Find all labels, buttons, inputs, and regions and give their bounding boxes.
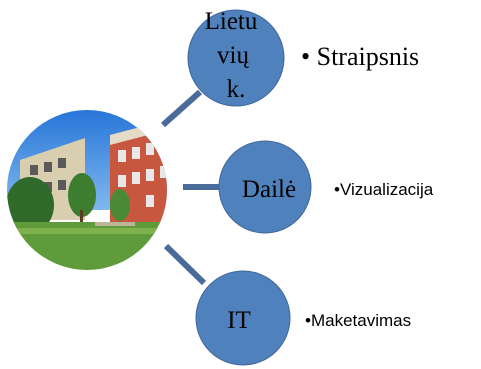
node-label-art: Dailė <box>242 176 296 203</box>
node-label-it: IT <box>227 307 251 334</box>
connector-top <box>161 89 202 128</box>
bullet-straipsnis: • Straipsnis <box>301 42 419 71</box>
node-label-lithuanian-line1: Lietu <box>205 8 258 35</box>
bullet-maketavimas: •Maketavimas <box>305 311 411 330</box>
school-photo <box>5 108 169 272</box>
node-circle-it <box>195 270 291 366</box>
connector-bottom <box>163 243 207 286</box>
node-label-lithuanian-line3: k. <box>227 76 246 103</box>
node-label-lithuanian-line2: vių <box>217 42 249 69</box>
bullet-vizualizacija: •Vizualizacija <box>334 180 434 199</box>
node-circle-lithuanian <box>187 9 285 107</box>
node-circle-art <box>218 140 312 234</box>
